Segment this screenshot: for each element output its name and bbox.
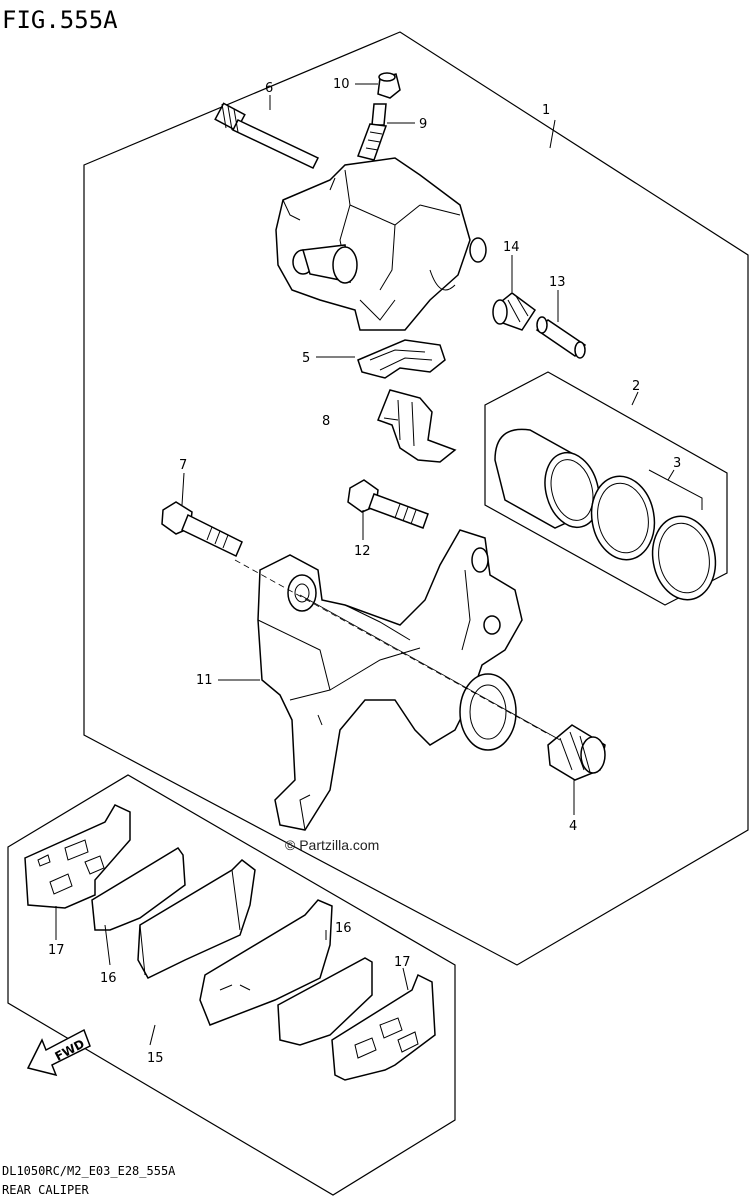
- callout-4: 4: [569, 819, 577, 834]
- callout-17-right: 17: [394, 955, 411, 970]
- diagram-caption: REAR CALIPER: [2, 1183, 89, 1197]
- callout-15: 15: [147, 1051, 164, 1066]
- callout-2: 2: [632, 379, 640, 394]
- model-code: DL1050RC/M2_E03_E28_555A: [2, 1164, 176, 1178]
- callout-7: 7: [179, 458, 187, 473]
- pad-shim-17-right: [331, 973, 436, 1081]
- seals-3: [590, 475, 717, 601]
- brake-pad-16-left: [91, 846, 186, 931]
- callout-14: 14: [503, 240, 520, 255]
- callout-5: 5: [302, 351, 310, 366]
- callout-13: 13: [549, 275, 566, 290]
- callout-9: 9: [419, 117, 427, 132]
- pad-set-15-boundary: [7, 774, 456, 1196]
- piston-set-2-boundary: [484, 371, 728, 606]
- caliper-bracket-11: [257, 529, 523, 831]
- boot-4: [547, 724, 606, 781]
- callout-11: 11: [196, 673, 213, 688]
- callout-1: 1: [542, 103, 550, 118]
- callout-3: 3: [673, 456, 681, 471]
- brake-pad-backing-left: [137, 859, 256, 979]
- callout-labels: 1 2 3 4 5 6 7 8 9 10 11 12 13 14 15 16 1…: [48, 77, 681, 1066]
- brake-pad-backing-right: [199, 899, 333, 1026]
- seal-set-3-bracket: [648, 469, 703, 510]
- callout-12: 12: [354, 544, 371, 559]
- callout-8: 8: [322, 414, 330, 429]
- pad-shim-17-left: [24, 804, 131, 909]
- assembly-1-boundary: [83, 31, 749, 966]
- bolt-12: [347, 479, 429, 529]
- callout-17-left: 17: [48, 943, 65, 958]
- boot-14: [492, 292, 537, 331]
- watermark: © Partzilla.com: [285, 837, 379, 853]
- callout-10: 10: [333, 77, 350, 92]
- fwd-arrow: FWD: [26, 1028, 91, 1077]
- slide-pin-13: [535, 316, 587, 359]
- figure-title: FIG.555A: [2, 6, 118, 34]
- caliper-body: [275, 157, 487, 331]
- brake-pad-16-right: [277, 957, 373, 1046]
- callout-16-left: 16: [100, 971, 117, 986]
- callout-16-right: 16: [335, 921, 352, 936]
- bleeder-cap-10: [377, 72, 401, 99]
- bolt-6: [214, 102, 320, 169]
- bleeder-valve-9: [357, 103, 388, 161]
- pad-spring-5: [357, 339, 446, 379]
- callout-6: 6: [265, 81, 273, 96]
- leader-lines: [55, 83, 675, 1046]
- pad-clip-8: [377, 389, 457, 463]
- bolt-7: [161, 501, 243, 558]
- piston-2: [494, 428, 600, 529]
